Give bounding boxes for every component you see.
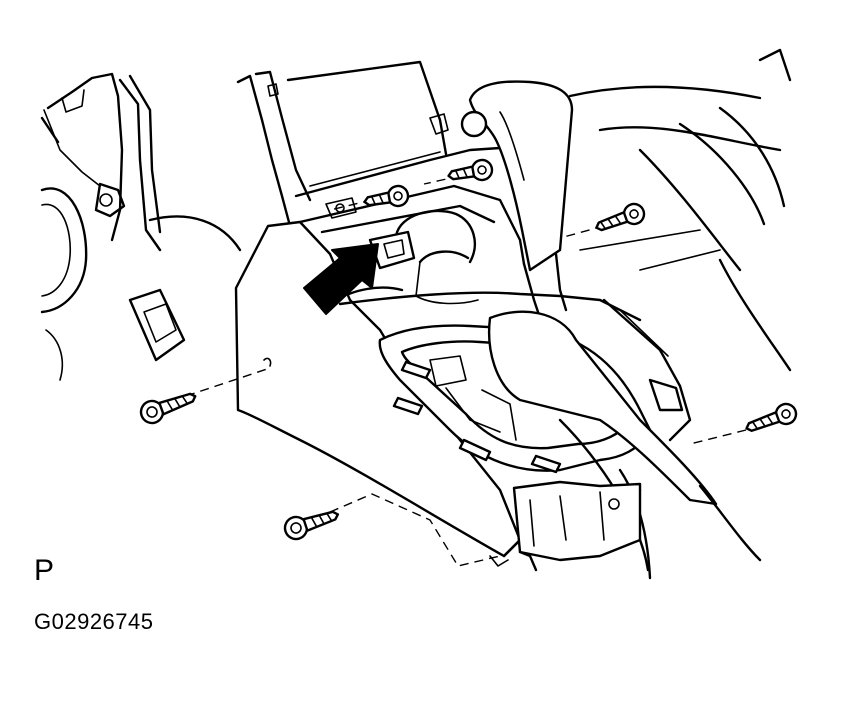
dashboard-outline xyxy=(40,72,242,381)
screw-icon xyxy=(447,158,494,182)
shift-lever xyxy=(460,80,574,320)
screw-icon xyxy=(595,202,646,232)
console-body xyxy=(234,220,762,580)
screw-icon xyxy=(363,184,410,208)
view-label: P xyxy=(34,554,55,587)
figure-code: G02926745 xyxy=(34,609,154,634)
direction-arrow-icon xyxy=(303,243,379,315)
screw-icon xyxy=(139,392,197,425)
screw-icon xyxy=(283,510,340,541)
center-stack-outline xyxy=(236,48,792,372)
screw-icon xyxy=(745,402,798,432)
